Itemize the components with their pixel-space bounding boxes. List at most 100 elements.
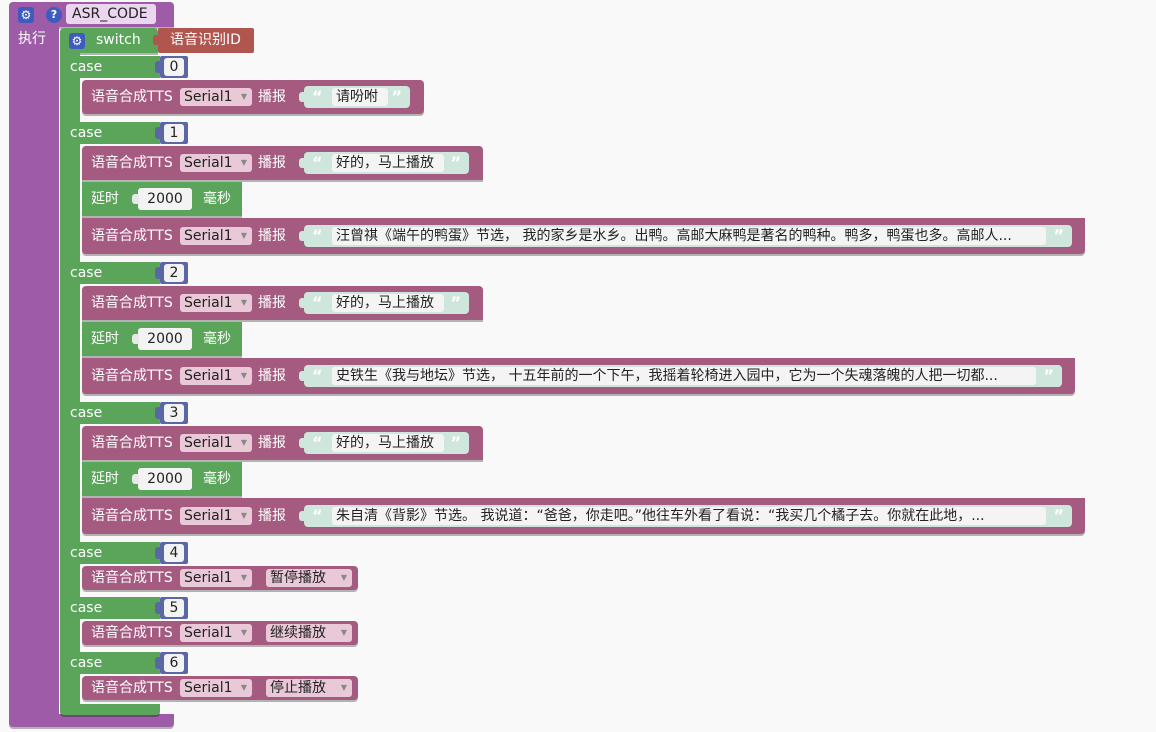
case-row-4 bbox=[60, 542, 160, 564]
serial-dropdown[interactable]: Serial1▼ bbox=[180, 679, 252, 697]
case-number-5[interactable]: 5 bbox=[155, 597, 188, 619]
ms-label: 毫秒 bbox=[203, 331, 231, 347]
chevron-down-icon: ▼ bbox=[240, 231, 247, 240]
delay-label: 延时 bbox=[91, 471, 119, 487]
case-label: case bbox=[70, 405, 103, 421]
procedure-block-spine bbox=[9, 26, 59, 716]
open-quote-icon: “ bbox=[312, 87, 323, 106]
serial-dropdown[interactable]: Serial1▼ bbox=[180, 507, 252, 525]
string-field[interactable]: 朱自清《背影》节选。 我说道：“爸爸，你走吧。”他往车外看了看说：“我买几个橘子… bbox=[332, 507, 1046, 525]
speak-label: 播报 bbox=[258, 155, 286, 171]
close-quote-icon: ” bbox=[450, 293, 461, 312]
chevron-down-icon: ▼ bbox=[240, 628, 247, 637]
case-number-3[interactable]: 3 bbox=[155, 402, 188, 424]
string-field[interactable]: 好的，马上播放 bbox=[332, 294, 444, 312]
string-field[interactable]: 好的，马上播放 bbox=[332, 434, 444, 452]
serial-dropdown[interactable]: Serial1▼ bbox=[180, 227, 252, 245]
speak-label: 播报 bbox=[258, 368, 286, 384]
tts-label: 语音合成TTS bbox=[91, 368, 173, 384]
serial-dropdown[interactable]: Serial1▼ bbox=[180, 294, 252, 312]
serial-dropdown[interactable]: Serial1▼ bbox=[180, 367, 252, 385]
switch-gear-icon[interactable]: ⚙ bbox=[69, 33, 85, 49]
case-number-4[interactable]: 4 bbox=[155, 542, 188, 564]
case-row-0 bbox=[60, 56, 160, 78]
close-quote-icon: ” bbox=[391, 87, 402, 106]
case-number-field[interactable]: 5 bbox=[164, 599, 184, 617]
string-block[interactable]: “ 汪曾祺《端午的鸭蛋》节选， 我的家乡是水乡。出鸭。高邮大麻鸭是著名的鸭种。鸭… bbox=[296, 222, 1078, 250]
case-label: case bbox=[70, 59, 103, 75]
procedure-do-label: 执行 bbox=[18, 31, 46, 47]
string-block[interactable]: “ 好的，马上播放 ” bbox=[296, 289, 475, 317]
case-number-field[interactable]: 1 bbox=[164, 124, 184, 142]
case-number-1[interactable]: 1 bbox=[155, 122, 188, 144]
action-dropdown[interactable]: 暂停播放▼ bbox=[266, 569, 352, 587]
delay-label: 延时 bbox=[91, 191, 119, 207]
chevron-down-icon: ▼ bbox=[340, 573, 347, 582]
string-field[interactable]: 好的，马上播放 bbox=[332, 154, 444, 172]
chevron-down-icon: ▼ bbox=[240, 92, 247, 101]
chevron-down-icon: ▼ bbox=[240, 438, 247, 447]
chevron-down-icon: ▼ bbox=[240, 573, 247, 582]
delay-input[interactable]: 2000 bbox=[132, 328, 192, 350]
serial-dropdown[interactable]: Serial1▼ bbox=[180, 154, 252, 172]
switch-variable-block[interactable] bbox=[158, 28, 254, 53]
speak-label: 播报 bbox=[258, 228, 286, 244]
delay-input[interactable]: 2000 bbox=[132, 188, 192, 210]
close-quote-icon: ” bbox=[1043, 366, 1054, 385]
case-row-6 bbox=[60, 652, 160, 674]
tts-label: 语音合成TTS bbox=[91, 508, 173, 524]
case-number-6[interactable]: 6 bbox=[155, 652, 188, 674]
case-number-field[interactable]: 4 bbox=[164, 544, 184, 562]
open-quote-icon: “ bbox=[312, 433, 323, 452]
case-label: case bbox=[70, 600, 103, 616]
action-dropdown[interactable]: 停止播放▼ bbox=[266, 679, 352, 697]
close-quote-icon: ” bbox=[1053, 226, 1064, 245]
tts-label: 语音合成TTS bbox=[91, 155, 173, 171]
case-row-2 bbox=[60, 262, 160, 284]
chevron-down-icon: ▼ bbox=[240, 298, 247, 307]
case-number-field[interactable]: 2 bbox=[164, 264, 184, 282]
string-block[interactable]: “ 朱自清《背影》节选。 我说道：“爸爸，你走吧。”他往车外看了看说：“我买几个… bbox=[296, 502, 1078, 530]
open-quote-icon: “ bbox=[312, 153, 323, 172]
tts-label: 语音合成TTS bbox=[91, 570, 173, 586]
tts-label: 语音合成TTS bbox=[91, 680, 173, 696]
serial-dropdown[interactable]: Serial1▼ bbox=[180, 569, 252, 587]
string-field[interactable]: 史铁生《我与地坛》节选， 十五年前的一个下午，我摇着轮椅进入园中，它为一个失魂落… bbox=[332, 367, 1036, 385]
close-quote-icon: ” bbox=[1053, 506, 1064, 525]
delay-input[interactable]: 2000 bbox=[132, 468, 192, 490]
procedure-name-field[interactable]: ASR_CODE bbox=[66, 4, 156, 24]
ms-label: 毫秒 bbox=[203, 191, 231, 207]
string-block[interactable]: “ 史铁生《我与地坛》节选， 十五年前的一个下午，我摇着轮椅进入园中，它为一个失… bbox=[296, 362, 1068, 390]
chevron-down-icon: ▼ bbox=[340, 683, 347, 692]
case-number-field[interactable]: 3 bbox=[164, 404, 184, 422]
string-field[interactable]: 请吩咐 bbox=[332, 88, 388, 106]
open-quote-icon: “ bbox=[312, 366, 323, 385]
action-dropdown[interactable]: 继续播放▼ bbox=[266, 624, 352, 642]
help-icon[interactable]: ? bbox=[46, 7, 62, 23]
tts-label: 语音合成TTS bbox=[91, 89, 173, 105]
serial-dropdown[interactable]: Serial1▼ bbox=[180, 434, 252, 452]
chevron-down-icon: ▼ bbox=[240, 683, 247, 692]
string-field[interactable]: 汪曾祺《端午的鸭蛋》节选， 我的家乡是水乡。出鸭。高邮大麻鸭是著名的鸭种。鸭多，… bbox=[332, 227, 1046, 245]
string-block[interactable]: “ 好的，马上播放 ” bbox=[296, 429, 475, 457]
case-number-field[interactable]: 0 bbox=[164, 58, 184, 76]
case-number-field[interactable]: 6 bbox=[164, 654, 184, 672]
gear-icon[interactable]: ⚙ bbox=[18, 7, 34, 23]
switch-label: switch bbox=[96, 32, 141, 48]
speak-label: 播报 bbox=[258, 508, 286, 524]
open-quote-icon: “ bbox=[312, 226, 323, 245]
switch-variable: 语音识别ID bbox=[170, 32, 241, 48]
chevron-down-icon: ▼ bbox=[240, 511, 247, 520]
string-block[interactable]: “ 请吩咐 ” bbox=[296, 83, 416, 111]
serial-dropdown[interactable]: Serial1▼ bbox=[180, 88, 252, 106]
serial-dropdown[interactable]: Serial1▼ bbox=[180, 624, 252, 642]
case-number-2[interactable]: 2 bbox=[155, 262, 188, 284]
case-row-1 bbox=[60, 122, 160, 144]
case-number-0[interactable]: 0 bbox=[155, 56, 188, 78]
case-label: case bbox=[70, 655, 103, 671]
chevron-down-icon: ▼ bbox=[240, 371, 247, 380]
close-quote-icon: ” bbox=[450, 153, 461, 172]
chevron-down-icon: ▼ bbox=[240, 158, 247, 167]
string-block[interactable]: “ 好的，马上播放 ” bbox=[296, 149, 475, 177]
